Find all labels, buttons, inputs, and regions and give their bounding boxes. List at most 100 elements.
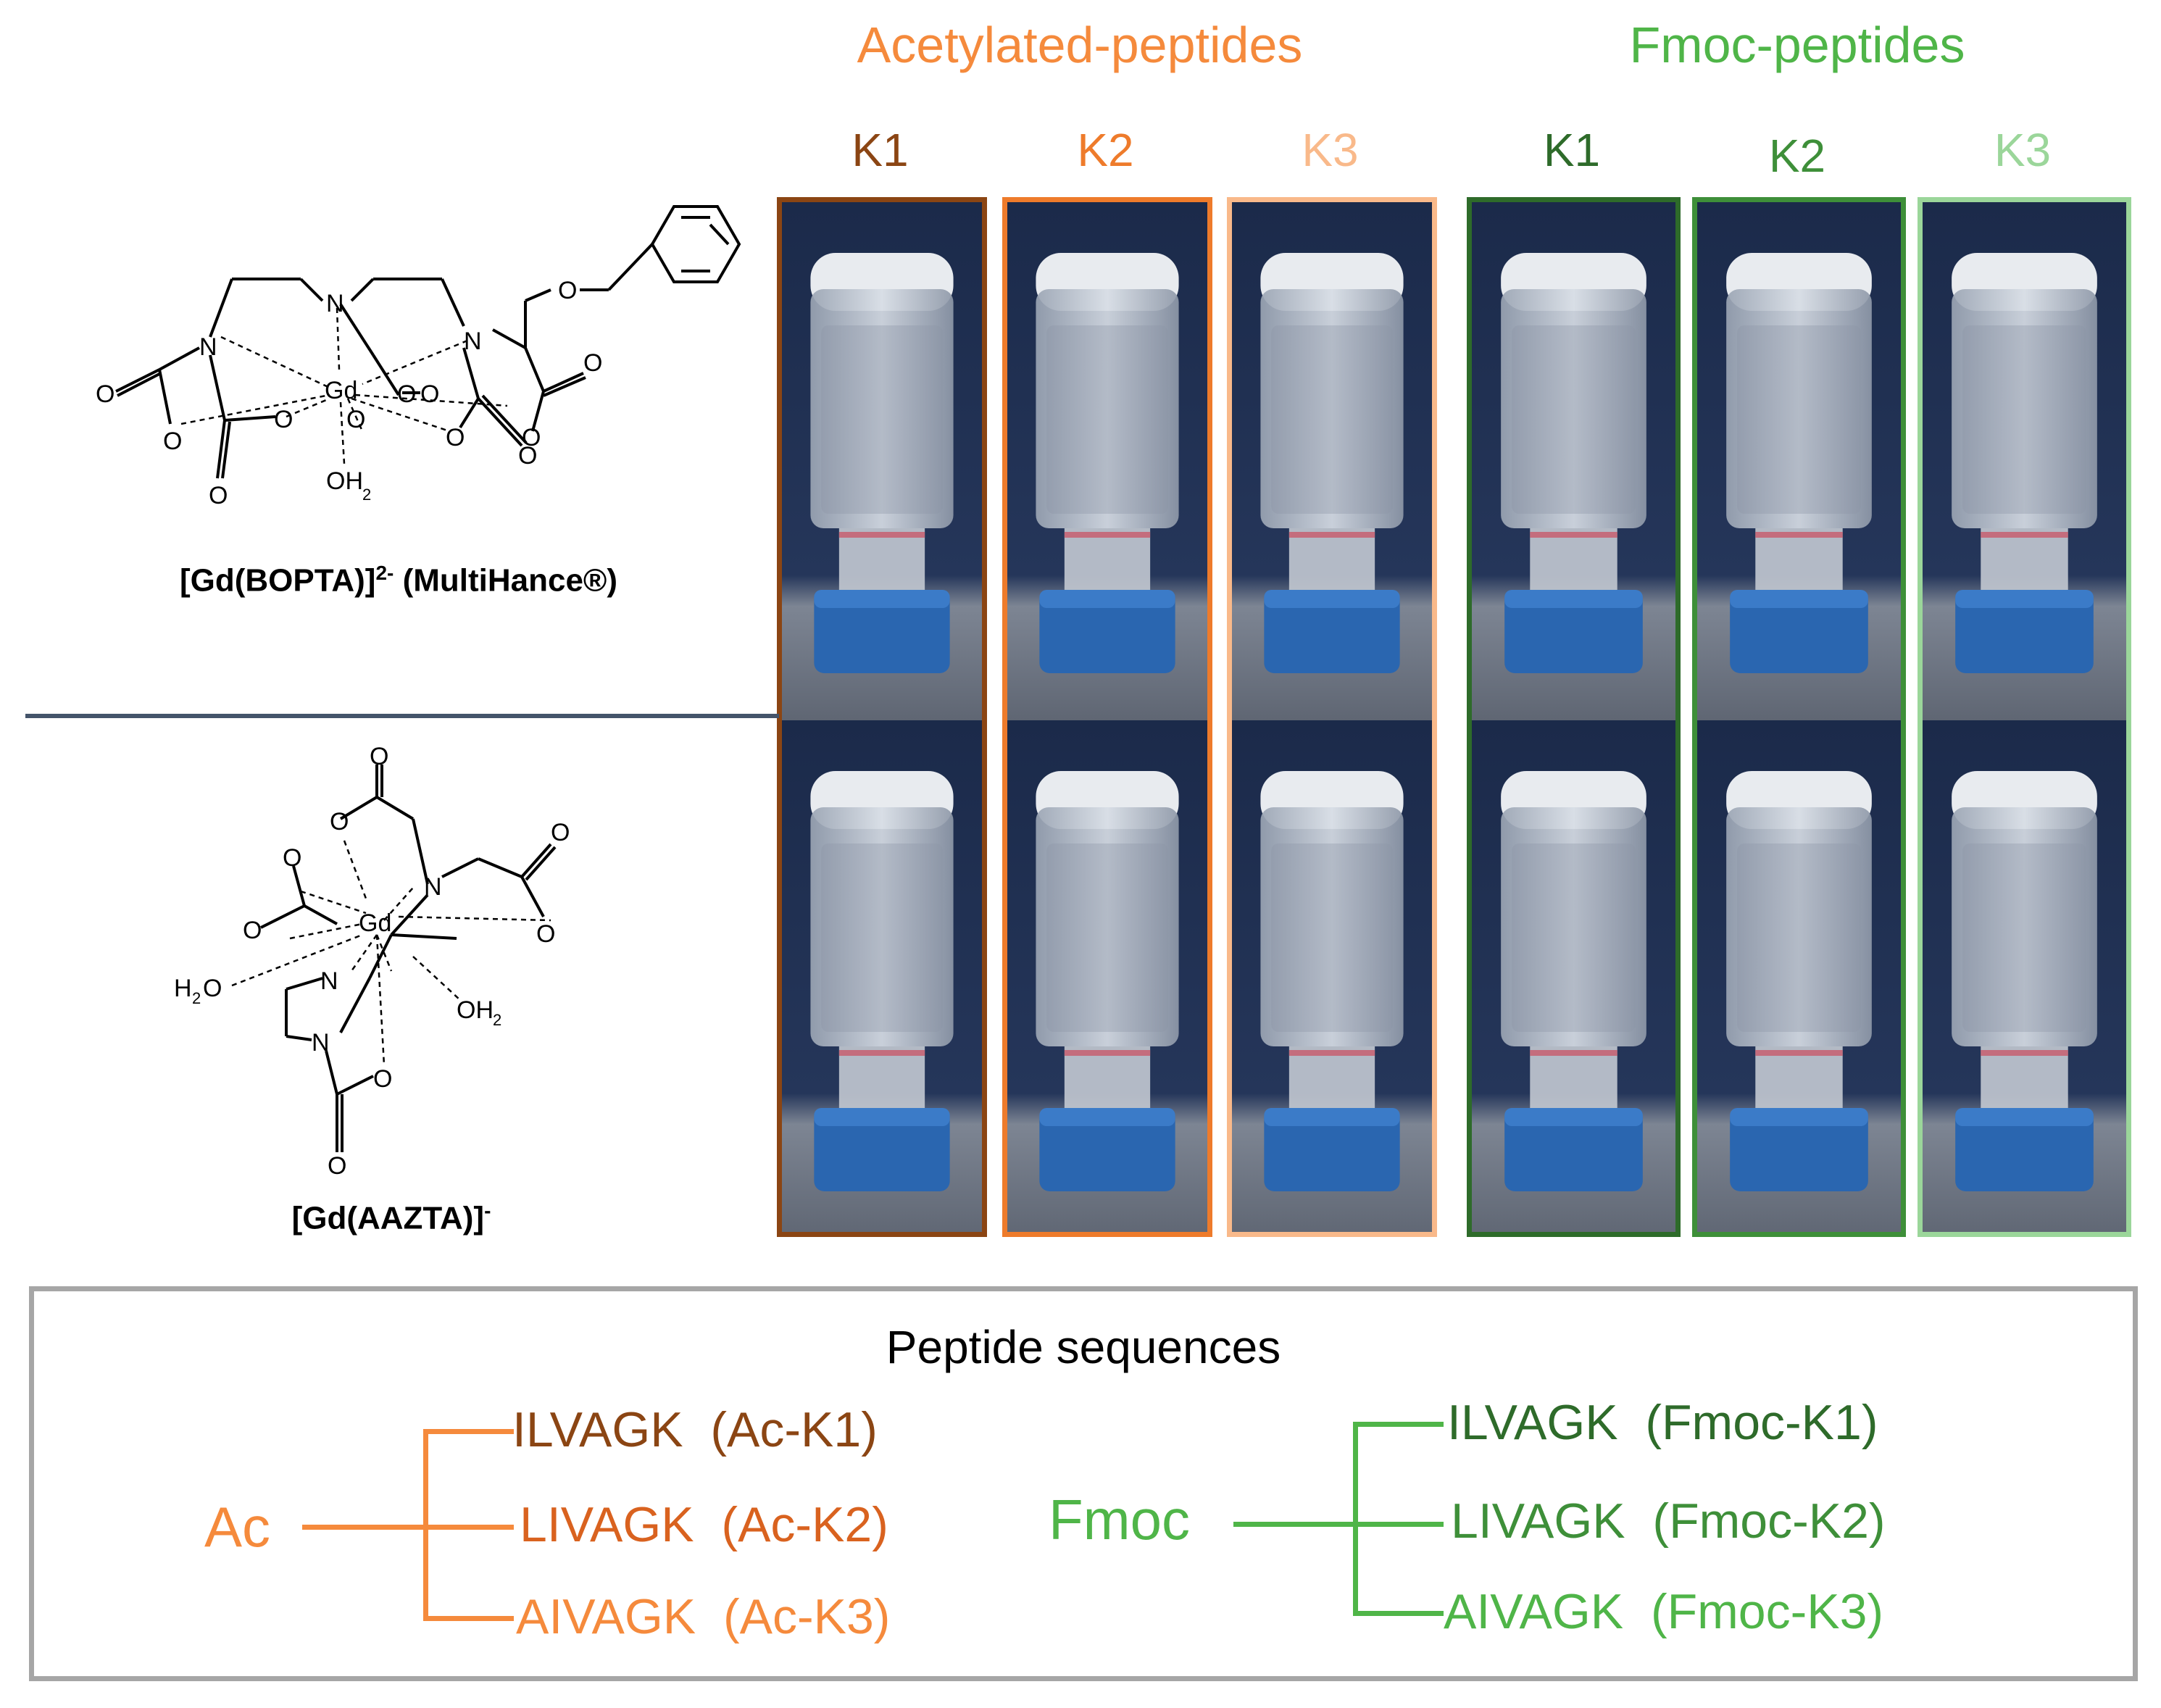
vial-photo-fmoc-k1-aazta <box>1472 720 1675 1232</box>
column-label-ac-k3: K3 <box>1302 124 1359 176</box>
aazta-o-label: O <box>283 844 301 872</box>
bopta-n-label: N <box>326 290 344 317</box>
sequence: AIVAGK <box>516 1589 696 1644</box>
bopta-water-subscript: 2 <box>362 486 371 504</box>
aazta-gd-label: Gd <box>359 909 391 937</box>
bopta-o-label: O <box>518 442 537 470</box>
aazta-water-subscript: 2 <box>493 1011 501 1029</box>
vial-photo-fmoc-k2-aazta <box>1697 720 1901 1232</box>
aazta-water-label: OH <box>457 996 494 1024</box>
vial-photo-ac-k3-aazta <box>1232 720 1432 1232</box>
ac-sequence-1: ILVAGK (Ac-K1) <box>512 1401 878 1458</box>
fmoc-tree-stem <box>1233 1522 1378 1527</box>
ac-tree-label: Ac <box>204 1495 271 1559</box>
vial-panel-ac-k3 <box>1227 197 1437 1237</box>
aazta-n-label: N <box>312 1029 330 1057</box>
column-label-ac-k1: K1 <box>852 124 909 176</box>
fmoc-tree-branch <box>1353 1422 1444 1427</box>
vial-photo-fmoc-k3-bopta <box>1923 202 2126 720</box>
vial-panel-fmoc-k1 <box>1467 197 1681 1237</box>
compound-divider <box>25 714 779 718</box>
vial-photo-fmoc-k3-aazta <box>1923 720 2126 1232</box>
vial-photo-ac-k3-bopta <box>1232 202 1432 720</box>
column-label-fmoc-k3: K3 <box>1994 124 2052 176</box>
vial-photo-ac-k2-bopta <box>1007 202 1207 720</box>
column-label-fmoc-k1: K1 <box>1543 124 1601 176</box>
bopta-o-label: O <box>274 406 293 433</box>
ac-sequence-3: AIVAGK (Ac-K3) <box>516 1588 890 1645</box>
aazta-water-subscript: 2 <box>192 989 201 1007</box>
aazta-o-label: O <box>243 917 262 944</box>
sequence-code: (Fmoc-K1) <box>1645 1395 1878 1450</box>
fmoc-group-title: Fmoc-peptides <box>1629 17 1965 73</box>
vial-panel-fmoc-k2 <box>1692 197 1906 1237</box>
aazta-o-label: O <box>373 1065 392 1093</box>
bopta-o-label: O <box>346 406 365 433</box>
aazta-n-label: N <box>320 967 338 995</box>
aazta-water-label: H <box>174 975 192 1002</box>
ac-tree-stem <box>302 1525 425 1530</box>
fmoc-sequence-1: ILVAGK (Fmoc-K1) <box>1447 1394 1878 1451</box>
vial-panel-ac-k1 <box>777 197 987 1237</box>
bopta-o-ether-label: O <box>558 277 577 304</box>
acetylated-group-title: Acetylated-peptides <box>857 17 1303 73</box>
aazta-water-o: O <box>203 975 222 1002</box>
column-label-ac-k2: K2 <box>1077 124 1134 176</box>
aazta-o-label: O <box>328 1152 346 1180</box>
bopta-n-label: N <box>464 328 482 355</box>
legend-title: Peptide sequences <box>886 1321 1281 1373</box>
aazta-caption-charge: - <box>484 1199 491 1222</box>
vial-photo-ac-k2-aazta <box>1007 720 1207 1232</box>
bopta-gd-label: Gd <box>325 377 357 404</box>
vial-panel-fmoc-k3 <box>1918 197 2131 1237</box>
sequence-code: (Ac-K3) <box>723 1589 891 1644</box>
bopta-caption-charge: 2- <box>375 562 394 584</box>
ac-sequence-2: LIVAGK (Ac-K2) <box>520 1496 888 1553</box>
aazta-o-label: O <box>551 819 570 846</box>
bopta-o-label: O <box>96 380 114 408</box>
bopta-o-label: O <box>397 380 416 408</box>
vial-photo-ac-k1-bopta <box>782 202 982 720</box>
bopta-o-label: O <box>163 428 182 455</box>
peptide-sequence-legend: Peptide sequences Ac ILVAGK (Ac-K1) LIVA… <box>29 1286 2138 1681</box>
sequence: LIVAGK <box>1451 1494 1625 1549</box>
fmoc-sequence-2: LIVAGK (Fmoc-K2) <box>1451 1493 1886 1549</box>
sequence: ILVAGK <box>1447 1395 1618 1450</box>
aazta-o-label: O <box>536 920 555 948</box>
bopta-structure: O N N N Gd O O O O O O O O O O O OH 2 <box>96 205 741 509</box>
fmoc-tree-trunk <box>1353 1422 1358 1616</box>
bopta-o-label: O <box>583 349 602 377</box>
aazta-caption-main: [Gd(AAZTA)] <box>291 1200 485 1236</box>
bopta-n-label: N <box>199 333 217 361</box>
sequence: AIVAGK <box>1444 1584 1624 1639</box>
ac-tree-branch <box>423 1616 514 1621</box>
bopta-o-label: O <box>446 424 465 451</box>
sequence-code: (Fmoc-K3) <box>1650 1584 1884 1639</box>
aazta-n-label: N <box>424 873 442 901</box>
vial-photo-ac-k1-aazta <box>782 720 982 1232</box>
fmoc-tree-branch <box>1353 1522 1444 1527</box>
bopta-water-label: OH <box>326 467 363 495</box>
sequence: ILVAGK <box>512 1402 683 1457</box>
bopta-o-label: O <box>209 482 228 509</box>
aazta-caption: [Gd(AAZTA)]- <box>159 1199 623 1237</box>
fmoc-tree-label: Fmoc <box>1049 1488 1190 1551</box>
bopta-caption-trade: (MultiHance®) <box>394 562 617 599</box>
sequence-code: (Ac-K1) <box>710 1402 878 1457</box>
bopta-o-label: O <box>420 380 439 408</box>
aazta-o-label: O <box>330 808 349 836</box>
vial-photo-fmoc-k2-bopta <box>1697 202 1901 720</box>
sequence-code: (Fmoc-K2) <box>1652 1494 1886 1549</box>
ac-tree-branch <box>423 1429 514 1434</box>
aazta-structure: O O O O O O N Gd N N H 2 O OH 2 O O <box>174 746 570 1180</box>
vial-panel-ac-k2 <box>1002 197 1212 1237</box>
bopta-caption-main: [Gd(BOPTA)] <box>179 562 376 599</box>
vial-photo-fmoc-k1-bopta <box>1472 202 1675 720</box>
fmoc-sequence-3: AIVAGK (Fmoc-K3) <box>1444 1583 1883 1640</box>
sequence: LIVAGK <box>520 1497 694 1552</box>
ac-tree-branch <box>423 1525 514 1530</box>
bopta-o-label: O <box>522 424 541 451</box>
sequence-code: (Ac-K2) <box>721 1497 888 1552</box>
bopta-caption: [Gd(BOPTA)]2- (MultiHance®) <box>43 562 754 599</box>
aazta-o-label: O <box>370 746 388 770</box>
